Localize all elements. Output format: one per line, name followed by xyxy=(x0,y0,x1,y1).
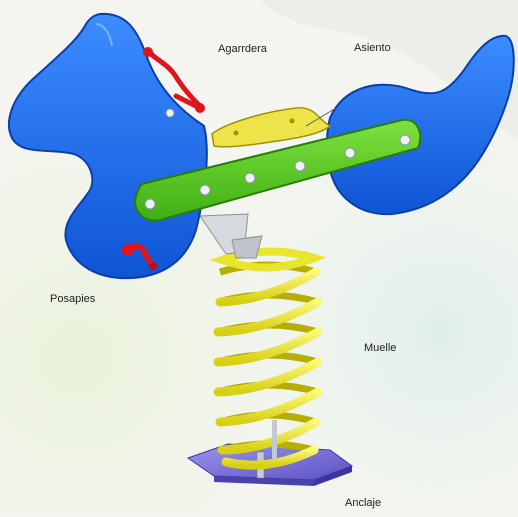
label-anchor: Anclaje xyxy=(345,497,381,509)
label-seat: Asiento xyxy=(354,42,391,54)
label-handles: Agarrdera xyxy=(218,43,267,55)
label-footrests: Posapies xyxy=(50,293,95,305)
label-spring: Muelle xyxy=(364,342,396,354)
